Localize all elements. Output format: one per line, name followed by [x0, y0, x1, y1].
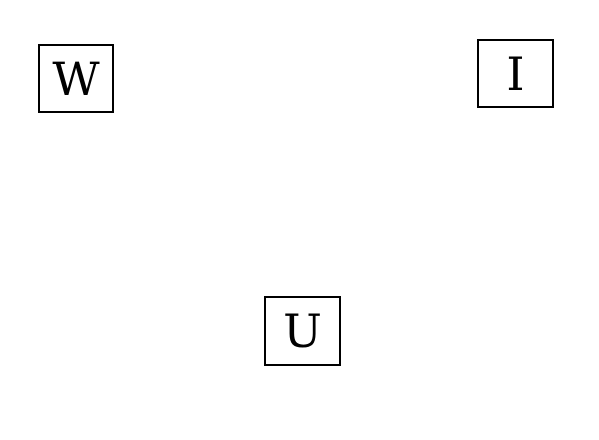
- letter-tile-label: U: [283, 304, 322, 358]
- letter-tile-u[interactable]: U: [264, 296, 341, 366]
- letter-tile-w[interactable]: W: [38, 44, 114, 113]
- letter-tile-label: I: [506, 46, 525, 101]
- letter-tile-label: W: [52, 51, 100, 106]
- letter-tile-i[interactable]: I: [477, 39, 554, 108]
